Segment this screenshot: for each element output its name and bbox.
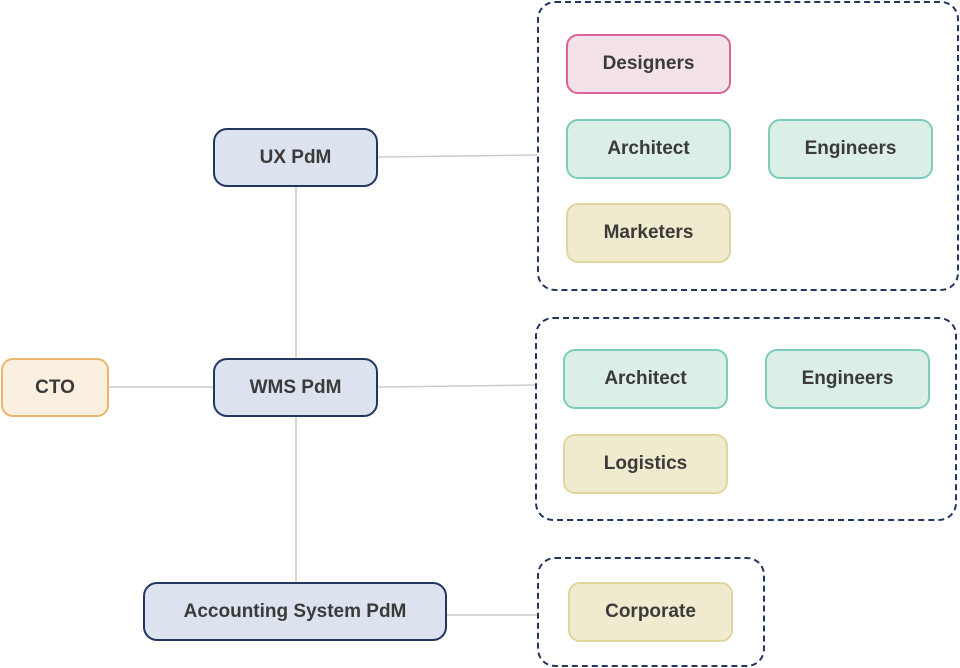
wms-architect-node[interactable]: Architect [563, 349, 728, 409]
edge-wms-team [377, 384, 536, 388]
accounting-team-group [537, 557, 765, 667]
ux-marketers-node[interactable]: Marketers [566, 203, 731, 263]
wms-logistics-node[interactable]: Logistics [563, 434, 728, 494]
edge-ux-team [377, 154, 538, 158]
ux-pdm-node[interactable]: UX PdM [213, 128, 378, 187]
accounting-system-pdm-node[interactable]: Accounting System PdM [143, 582, 447, 641]
accounting-corporate-node[interactable]: Corporate [568, 582, 733, 642]
ux-designers-node[interactable]: Designers [566, 34, 731, 94]
ux-architect-node[interactable]: Architect [566, 119, 731, 179]
ux-team-group [537, 1, 959, 291]
wms-engineers-node[interactable]: Engineers [765, 349, 930, 409]
cto-node[interactable]: CTO [1, 358, 109, 417]
wms-team-group [535, 317, 957, 521]
wms-pdm-node[interactable]: WMS PdM [213, 358, 378, 417]
ux-engineers-node[interactable]: Engineers [768, 119, 933, 179]
